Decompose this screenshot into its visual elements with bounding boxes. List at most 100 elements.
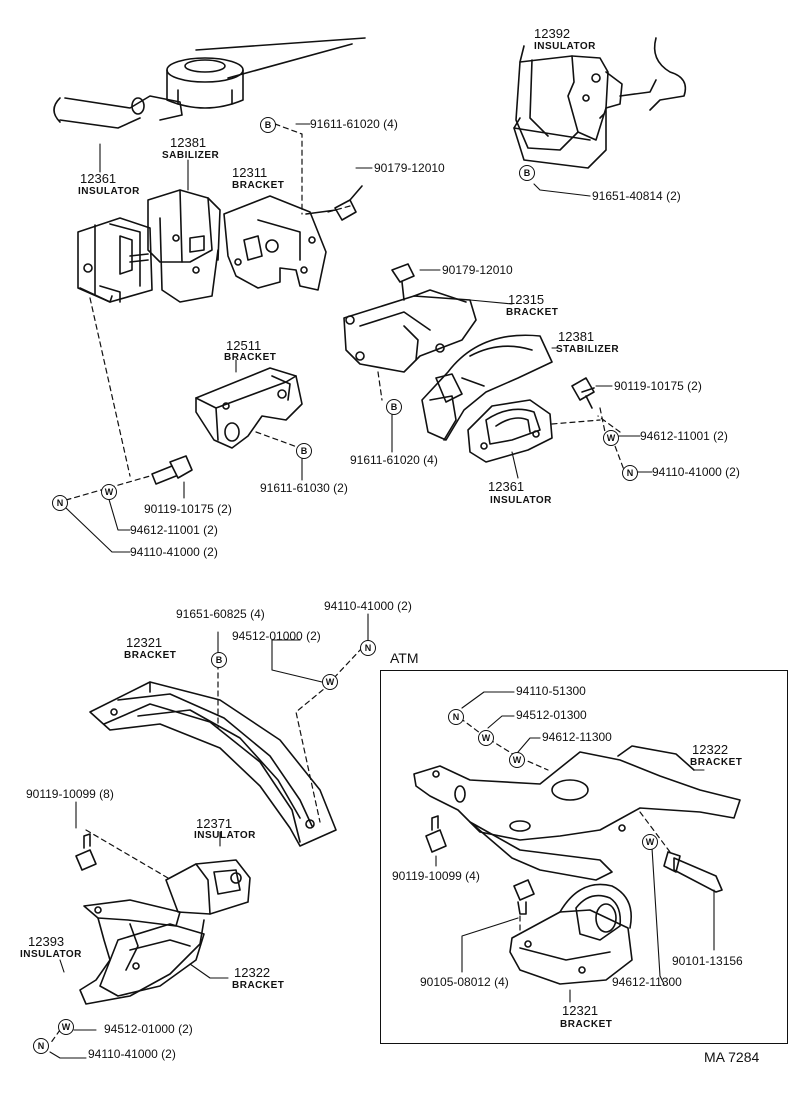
bracket-12315-drawing: [343, 263, 477, 373]
part-number-12381-right: 12381: [558, 329, 595, 344]
insulator-12361-left-drawing: [77, 217, 153, 303]
bolt-90179-top-drawing: [305, 185, 363, 221]
fastener-94612-11001-left: 94612-11001 (2): [130, 523, 218, 537]
part-name-12361-left: INSULATOR: [78, 186, 140, 197]
nut-symbol: N: [33, 1038, 49, 1054]
bracket-12511-drawing: [195, 367, 303, 449]
fastener-91651-40814: 91651-40814 (2): [592, 189, 681, 203]
dashed-leaders-atm: [459, 717, 671, 931]
washer-symbol: W: [642, 834, 658, 850]
fastener-94512-01300: 94512-01300: [516, 708, 587, 722]
bolt-symbol: B: [211, 652, 227, 668]
washer-symbol: W: [101, 484, 117, 500]
part-name-12321-atm: BRACKET: [560, 1019, 613, 1030]
bolt-90119-left-drawing: [151, 455, 193, 485]
part-number-12322-left: 12322: [234, 965, 271, 980]
atm-section-frame: [380, 670, 788, 1044]
leader-lines-bottom: [49, 613, 369, 1059]
part-name-12381-right: STABILIZER: [556, 344, 620, 355]
bolt-symbol: B: [519, 165, 535, 181]
fastener-91611-61030: 91611-61030 (2): [260, 481, 348, 495]
washer-symbol: W: [478, 730, 494, 746]
insulator-12361-right-drawing: [467, 399, 553, 463]
nut-symbol: N: [448, 709, 464, 725]
part-name-12381-top: SABILIZER: [162, 150, 220, 161]
fastener-90119-10099-left: 90119-10099 (8): [26, 787, 114, 801]
fastener-90105-08012: 90105-08012 (4): [420, 975, 509, 989]
part-number-12361-right: 12361: [488, 479, 525, 494]
part-number-12381-top: 12381: [170, 135, 207, 150]
radiator-cap-drawing: [53, 37, 366, 129]
bracket-12321-drawing: [89, 681, 337, 847]
part-number-12315: 12315: [508, 292, 545, 307]
insulator-12392-drawing: [513, 37, 687, 169]
bracket-12321-atm-drawing: [509, 883, 633, 985]
fastener-94110-41000-bottom: 94110-41000 (2): [88, 1047, 176, 1061]
bolt-90119-10099-drawing: [75, 833, 97, 871]
part-name-12322-left: BRACKET: [232, 980, 285, 991]
part-name-12322-atm: BRACKET: [690, 757, 743, 768]
fastener-94110-41000-right: 94110-41000 (2): [652, 465, 740, 479]
bolt-90101-13156-drawing: [663, 851, 723, 893]
washer-symbol: W: [322, 674, 338, 690]
part-number-12321-atm: 12321: [562, 1003, 599, 1018]
dashed-leaders-top: [65, 123, 625, 501]
part-name-12311: BRACKET: [232, 180, 285, 191]
bolt-symbol: B: [296, 443, 312, 459]
washer-symbol: W: [603, 430, 619, 446]
reference-code: MA 7284: [704, 1049, 760, 1065]
part-number-12371: 12371: [196, 816, 233, 831]
part-number-12511: 12511: [226, 338, 262, 353]
fastener-90119-10175-right: 90119-10175 (2): [614, 379, 702, 393]
part-name-12511: BRACKET: [224, 352, 277, 363]
fastener-94110-51300: 94110-51300: [516, 684, 586, 698]
bracket-12322-left-drawing: [79, 899, 205, 1005]
bolt-symbol: B: [386, 399, 402, 415]
insulator-12371-drawing: [165, 859, 251, 915]
bracket-12322-atm-drawing: [413, 745, 741, 881]
part-name-12371: INSULATOR: [194, 830, 256, 841]
fastener-94512-01000-bottom: 94512-01000 (2): [104, 1022, 193, 1036]
fastener-91651-60825: 91651-60825 (4): [176, 607, 265, 621]
fastener-90179-12010-top: 90179-12010: [374, 161, 445, 175]
nut-symbol: N: [622, 465, 638, 481]
bolt-90119-10099-atm-drawing: [425, 815, 447, 853]
part-name-12392: INSULATOR: [534, 41, 596, 52]
nut-symbol: N: [52, 495, 68, 511]
stabilizer-12381-drawing: [421, 334, 553, 441]
fastener-94612-11300-bottom: 94612-11300: [612, 975, 682, 989]
part-name-12321-mid: BRACKET: [124, 650, 177, 661]
nut-symbol: N: [360, 640, 376, 656]
fastener-90119-10099-atm: 90119-10099 (4): [392, 869, 480, 883]
part-name-12361-right: INSULATOR: [490, 495, 552, 506]
fastener-91611-61020-mid: 91611-61020 (4): [350, 453, 438, 467]
part-number-12361-left: 12361: [80, 171, 117, 186]
fastener-90101-13156: 90101-13156: [672, 954, 743, 968]
bracket-12311-drawing: [223, 195, 327, 291]
leader-lines-atm: [435, 691, 715, 1003]
part-number-12393: 12393: [28, 934, 65, 949]
fastener-94512-01000-mid: 94512-01000 (2): [232, 629, 321, 643]
part-number-12321-mid: 12321: [126, 635, 163, 650]
insulator-12393-drawing: [99, 923, 205, 997]
part-name-12393: INSULATOR: [20, 949, 82, 960]
fastener-90179-12010-mid: 90179-12010: [442, 263, 513, 277]
washer-symbol: W: [509, 752, 525, 768]
leader-lines-top: [65, 123, 653, 553]
sabilizer-12381-drawing: [147, 189, 221, 303]
washer-symbol: W: [58, 1019, 74, 1035]
fastener-94612-11300-top: 94612-11300: [542, 730, 612, 744]
bolt-90105-08012-drawing: [513, 879, 535, 915]
dashed-leaders-bottom: [49, 647, 363, 1045]
fastener-91611-61020-top: 91611-61020 (4): [310, 117, 398, 131]
atm-section-label: ATM: [390, 650, 419, 666]
fastener-94612-11001-right: 94612-11001 (2): [640, 429, 728, 443]
bolt-90119-right-drawing: [571, 377, 595, 409]
part-name-12315: BRACKET: [506, 307, 559, 318]
fastener-94110-41000-left: 94110-41000 (2): [130, 545, 218, 559]
part-number-12322-atm: 12322: [692, 742, 729, 757]
part-number-12311: 12311: [232, 165, 268, 180]
fastener-90119-10175-left: 90119-10175 (2): [144, 502, 232, 516]
